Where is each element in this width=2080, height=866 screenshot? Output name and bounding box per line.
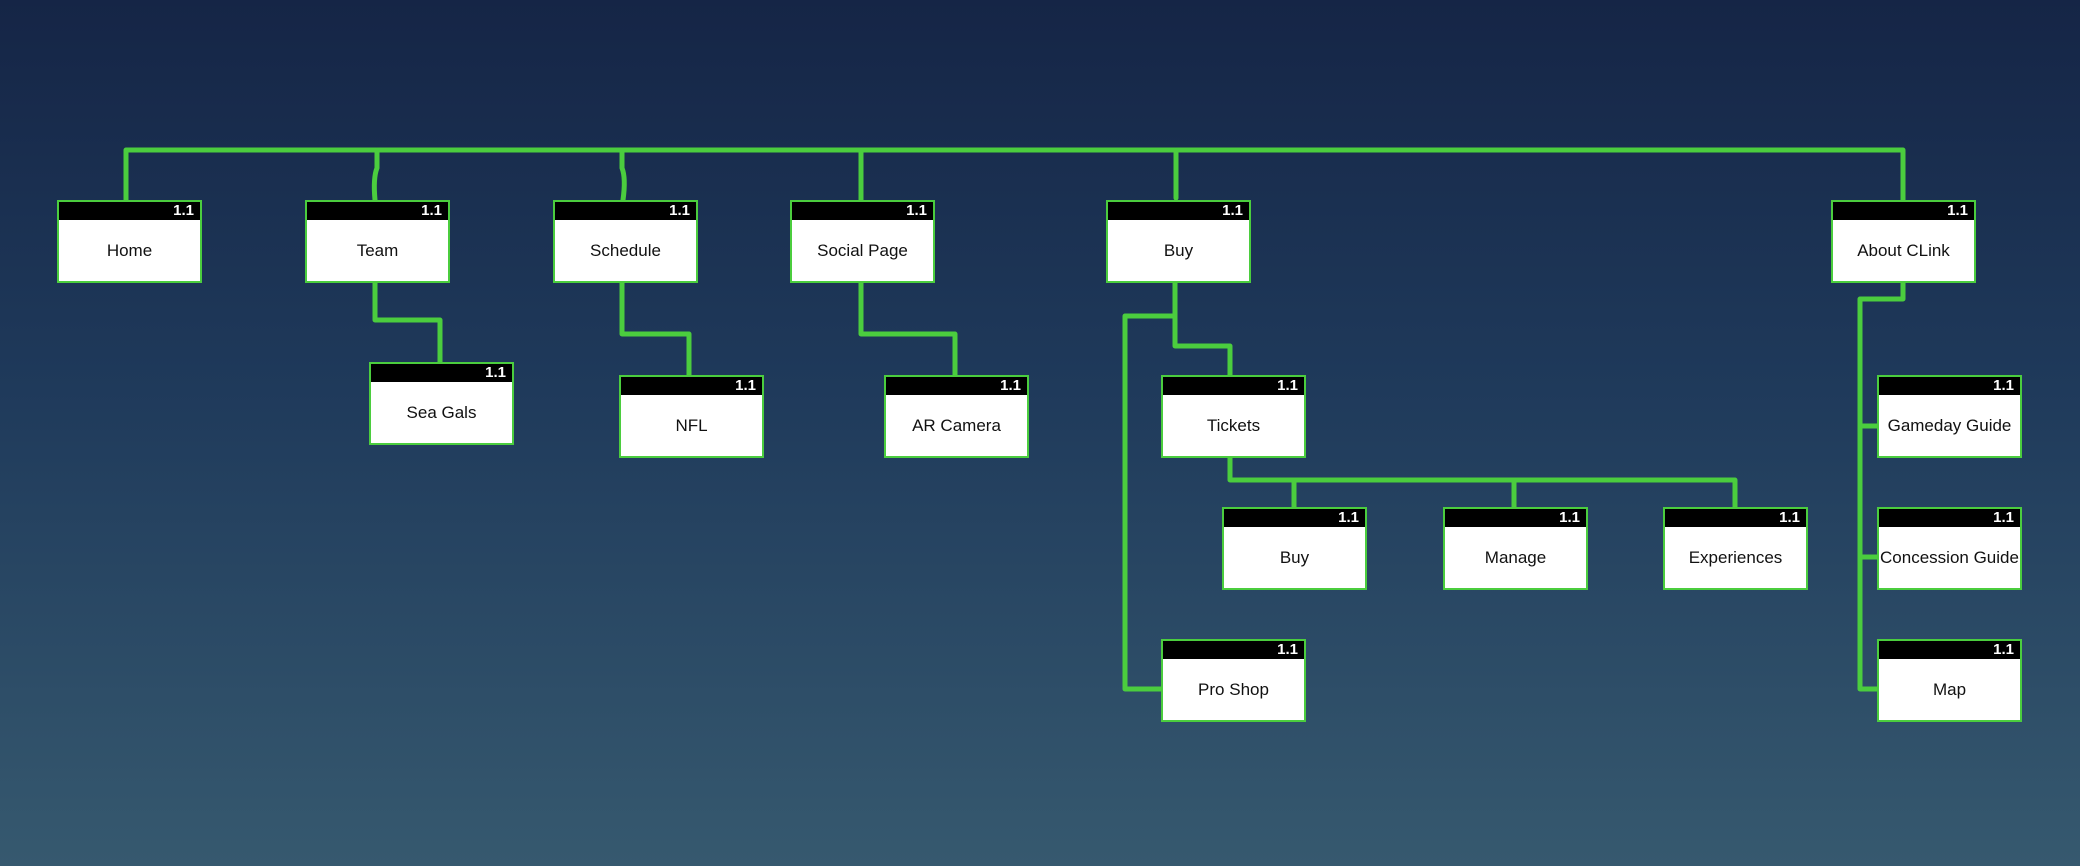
- connector-schedule-nfl: [619, 278, 692, 378]
- node-tickets-buy[interactable]: 1.1 Buy: [1222, 507, 1367, 590]
- node-label: Home: [106, 240, 153, 260]
- node-badge: 1.1: [1163, 377, 1304, 395]
- node-social-page[interactable]: 1.1 Social Page: [790, 200, 935, 283]
- node-badge: 1.1: [1665, 509, 1806, 527]
- node-about-clink[interactable]: 1.1 About CLink: [1831, 200, 1976, 283]
- node-label: Gameday Guide: [1887, 415, 2012, 435]
- node-label: Pro Shop: [1198, 679, 1269, 699]
- node-label: Manage: [1484, 547, 1547, 567]
- node-badge: 1.1: [1163, 641, 1304, 659]
- node-experiences[interactable]: 1.1 Experiences: [1663, 507, 1808, 590]
- node-map[interactable]: 1.1 Map: [1877, 639, 2022, 722]
- connector-social-ar-camera: [858, 278, 958, 378]
- node-badge: 1.1: [621, 377, 762, 395]
- bus-drop-schedule: [619, 147, 627, 203]
- node-badge: 1.1: [1108, 202, 1249, 220]
- node-badge: 1.1: [1224, 509, 1365, 527]
- node-badge: 1.1: [1879, 509, 2020, 527]
- node-concession-guide[interactable]: 1.1 Concession Guide: [1877, 507, 2022, 590]
- node-gameday-guide[interactable]: 1.1 Gameday Guide: [1877, 375, 2022, 458]
- node-schedule[interactable]: 1.1 Schedule: [553, 200, 698, 283]
- node-label: Map: [1932, 679, 1967, 699]
- node-home[interactable]: 1.1 Home: [57, 200, 202, 283]
- node-badge: 1.1: [1833, 202, 1974, 220]
- node-badge: 1.1: [792, 202, 933, 220]
- bus-drop-team: [371, 147, 380, 203]
- connector-about-children: [1857, 278, 1906, 692]
- node-badge: 1.1: [59, 202, 200, 220]
- node-ar-camera[interactable]: 1.1 AR Camera: [884, 375, 1029, 458]
- node-team[interactable]: 1.1 Team: [305, 200, 450, 283]
- connector-team-sea-gals: [372, 278, 443, 365]
- node-badge: 1.1: [1879, 377, 2020, 395]
- node-badge: 1.1: [1879, 641, 2020, 659]
- node-label: Sea Gals: [406, 402, 477, 422]
- connector-tickets-children: [1227, 452, 1738, 510]
- node-manage[interactable]: 1.1 Manage: [1443, 507, 1588, 590]
- node-sea-gals[interactable]: 1.1 Sea Gals: [369, 362, 514, 445]
- connector-buy-pro-shop: [1122, 313, 1178, 692]
- node-label: Social Page: [817, 240, 908, 260]
- connector-buy-tickets: [1172, 278, 1233, 378]
- node-label: About CLink: [1857, 240, 1950, 260]
- node-label: Schedule: [590, 240, 661, 260]
- node-label: Buy: [1163, 240, 1194, 260]
- node-label: Tickets: [1206, 415, 1261, 435]
- node-label: AR Camera: [912, 415, 1001, 435]
- node-pro-shop[interactable]: 1.1 Pro Shop: [1161, 639, 1306, 722]
- node-buy[interactable]: 1.1 Buy: [1106, 200, 1251, 283]
- node-badge: 1.1: [307, 202, 448, 220]
- node-badge: 1.1: [886, 377, 1027, 395]
- node-label: Experiences: [1688, 547, 1783, 567]
- node-badge: 1.1: [1445, 509, 1586, 527]
- node-label: Team: [356, 240, 399, 260]
- node-label: Concession Guide: [1880, 547, 2019, 567]
- node-tickets[interactable]: 1.1 Tickets: [1161, 375, 1306, 458]
- top-bus-line: [123, 147, 1906, 203]
- node-label: NFL: [675, 415, 708, 435]
- node-badge: 1.1: [555, 202, 696, 220]
- node-nfl[interactable]: 1.1 NFL: [619, 375, 764, 458]
- node-badge: 1.1: [371, 364, 512, 382]
- node-label: Buy: [1279, 547, 1310, 567]
